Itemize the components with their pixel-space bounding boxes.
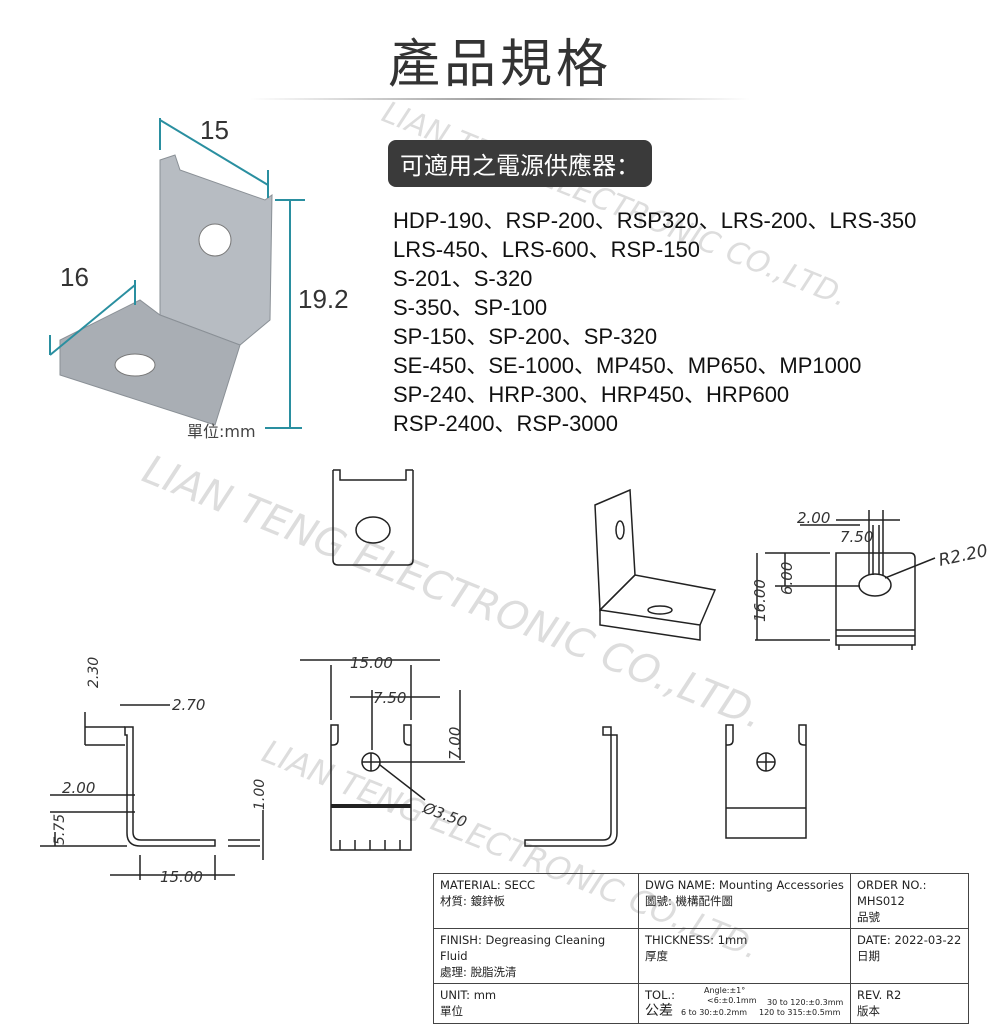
model-line: SP-150、SP-200、SP-320: [393, 324, 658, 349]
dimension-view-right: [755, 510, 936, 650]
compatible-models-list: HDP-190、RSP-200、RSP320、LRS-200、LRS-350 L…: [393, 206, 916, 438]
table-row: UNIT: mm 單位 TOL.: 公差 Angle:±1° <6:±0.1mm …: [433, 983, 969, 1024]
height-label: 19.2: [298, 284, 349, 314]
side-view: [40, 704, 264, 880]
side-view-small: [524, 726, 618, 847]
tol-d: 120 to 315:±0.5mm: [759, 1008, 841, 1017]
table-row: MATERIAL: SECC 材質: 鍍鋅板 DWG NAME: Mounting…: [433, 873, 969, 929]
finish-value: FINISH: Degreasing Cleaning Fluid: [440, 933, 606, 963]
side-dim-1-label: 1.00: [252, 779, 268, 810]
front-dim-15-label: 15.00: [350, 654, 393, 672]
front-dim-7-5-label: 7.50: [373, 689, 406, 707]
model-line: S-350、SP-100: [393, 295, 548, 320]
title-block-table: MATERIAL: SECC 材質: 鍍鋅板 DWG NAME: Mounting…: [433, 873, 969, 1024]
iso-dim-6-label: 6.00: [778, 562, 796, 595]
width-label: 15: [200, 115, 229, 145]
side-dim-2-3-label: 2.30: [86, 657, 102, 688]
technical-drawings: 2.00 7.50 R2.20 6.00 16.00 2.30 2.70 2.0…: [40, 469, 990, 886]
unit-value: UNIT: mm: [440, 988, 497, 1002]
rev-cell: REV. R2 版本: [850, 983, 969, 1024]
tol-zh: 公差: [645, 1003, 673, 1019]
side-dim-5-75-label: 5.75: [52, 814, 68, 845]
rev-zh: 版本: [857, 1004, 880, 1018]
watermark: LIAN TENG ELECTRONIC CO.,LTD. LIAN TENG …: [136, 95, 852, 967]
front-view-dimensioned: [300, 659, 465, 851]
iso-dim-16-label: 16.00: [751, 579, 769, 622]
title-divider: [250, 98, 750, 100]
material-zh: 材質: 鍍鋅板: [440, 894, 506, 908]
depth-label: 16: [60, 262, 89, 292]
model-line: SP-240、HRP-300、HRP450、HRP600: [393, 382, 790, 407]
unit-cell: UNIT: mm 單位: [433, 983, 639, 1024]
model-line: RSP-2400、RSP-3000: [393, 411, 619, 436]
side-dim-15-label: 15.00: [160, 868, 203, 886]
tol-a: <6:±0.1mm: [707, 996, 757, 1005]
unit-zh: 單位: [440, 1004, 463, 1018]
model-line: HDP-190、RSP-200、RSP320、LRS-200、LRS-350: [393, 208, 917, 233]
iso-view: [594, 488, 717, 641]
front-view-top: [332, 469, 414, 566]
side-dim-2-label: 2.00: [62, 779, 95, 797]
finish-zh: 處理: 脫脂洗清: [440, 965, 517, 979]
tol-angle: Angle:±1°: [704, 986, 746, 995]
material-value: MATERIAL: SECC: [440, 878, 535, 892]
iso-dim-2-label: 2.00: [797, 509, 830, 527]
front-dim-7-label: 7.00: [446, 727, 464, 760]
front-hole-dia-label: Ø3.50: [420, 799, 470, 832]
dwg-cell: DWG NAME: Mounting Accessories 圖號: 機構配件圖: [638, 873, 851, 929]
order-cell: ORDER NO.: MHS012 品號: [850, 873, 969, 929]
tolerance-cell: TOL.: 公差 Angle:±1° <6:±0.1mm 6 to 30:±0.…: [638, 983, 851, 1024]
compatible-label: 可適用之電源供應器：: [388, 140, 652, 187]
order-no-value: ORDER NO.: MHS012: [857, 878, 927, 908]
date-zh: 日期: [857, 949, 880, 963]
date-cell: DATE: 2022-03-22 日期: [850, 928, 969, 984]
tol-b: 6 to 30:±0.2mm: [681, 1008, 748, 1017]
date-value: DATE: 2022-03-22: [857, 933, 962, 947]
page-title: 產品規格: [387, 35, 612, 95]
dim-line: [159, 119, 269, 186]
unit-label: 單位:mm: [187, 422, 256, 441]
dwg-name-zh: 圖號: 機構配件圖: [645, 894, 734, 908]
thickness-value: THICKNESS: 1mm: [645, 933, 748, 947]
model-line: LRS-450、LRS-600、RSP-150: [393, 237, 700, 262]
finish-cell: FINISH: Degreasing Cleaning Fluid 處理: 脫脂洗…: [433, 928, 639, 984]
bracket-photo: [49, 118, 305, 429]
rev-value: REV. R2: [857, 988, 902, 1002]
model-line: SE-450、SE-1000、MP450、MP650、MP1000: [393, 353, 862, 378]
back-view-small: [725, 724, 807, 839]
order-no-zh: 品號: [857, 910, 880, 924]
tol-label: TOL.:: [645, 988, 676, 1002]
thickness-zh: 厚度: [645, 949, 668, 963]
model-line: S-201、S-320: [393, 266, 533, 291]
dwg-name-value: DWG NAME: Mounting Accessories: [645, 878, 844, 892]
side-dim-2-7-label: 2.70: [172, 696, 205, 714]
thickness-cell: THICKNESS: 1mm 厚度: [638, 928, 851, 984]
iso-radius-label: R2.20: [937, 541, 990, 571]
iso-dim-7-5-label: 7.50: [840, 528, 873, 546]
table-row: FINISH: Degreasing Cleaning Fluid 處理: 脫脂洗…: [433, 928, 969, 984]
material-cell: MATERIAL: SECC 材質: 鍍鋅板: [433, 873, 639, 929]
